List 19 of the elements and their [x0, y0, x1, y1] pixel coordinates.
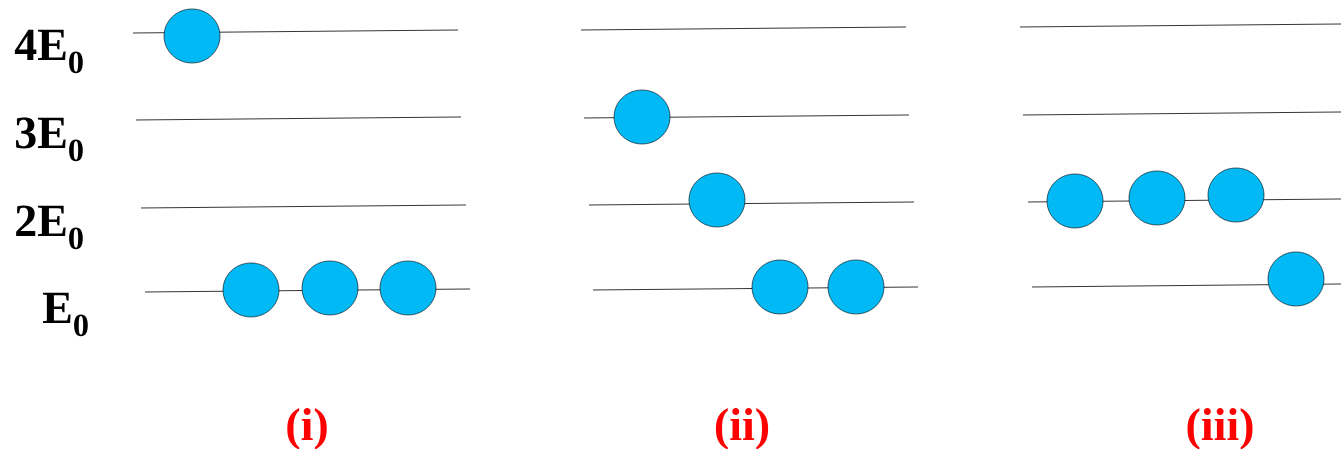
- particle-circle: [222, 262, 280, 318]
- particle-circle: [688, 172, 746, 228]
- particle-circle: [1128, 170, 1186, 226]
- particle-circle: [1046, 173, 1104, 229]
- particle-circle: [379, 260, 437, 316]
- particle-circle: [1207, 167, 1265, 223]
- panel-label: (ii): [715, 408, 769, 449]
- energy-level-label: 2E$_{0}$: [16, 205, 83, 250]
- energy-level-label: E$_{0}$: [43, 292, 88, 337]
- particle-circle: [751, 259, 809, 315]
- particle-circle: [1267, 251, 1325, 307]
- particle-circle: [301, 260, 359, 316]
- energy-level-label: 3E$_{0}$: [15, 117, 83, 162]
- energy-level-label: 4E$_{0}$: [14, 29, 83, 74]
- panel-label: (i): [287, 408, 327, 449]
- particle-circle: [163, 8, 221, 64]
- particle-circle: [613, 89, 671, 145]
- panel-label: (iii): [1187, 408, 1253, 449]
- particle-circle: [827, 259, 885, 315]
